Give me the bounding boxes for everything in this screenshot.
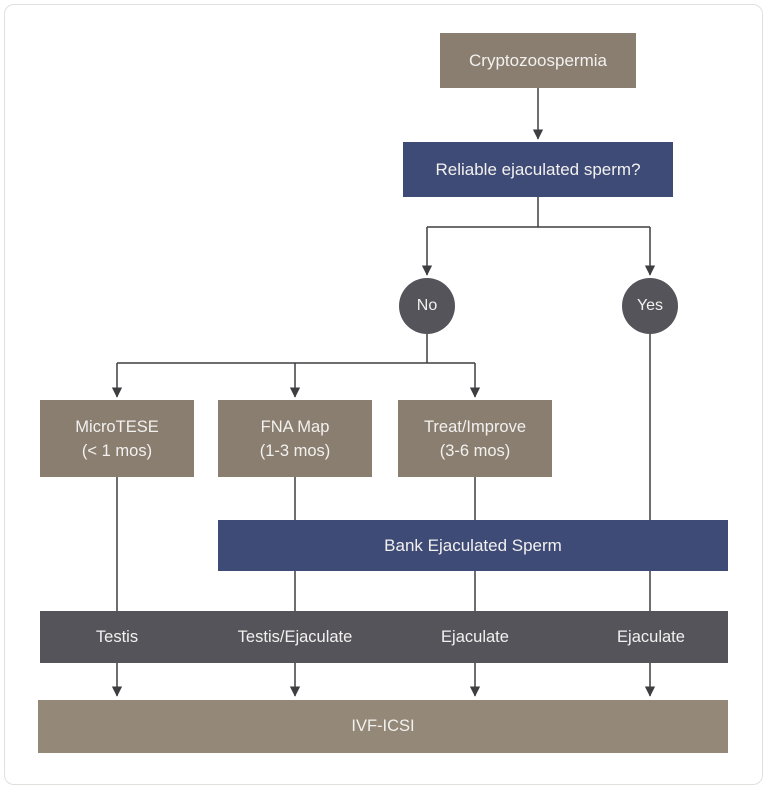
node-microtese: MicroTESE (< 1 mos)	[40, 400, 194, 477]
source-label-ejaculate-2: Ejaculate	[617, 627, 685, 646]
node-fna-map-title: FNA Map	[260, 417, 330, 436]
ivf-icsi-bar: IVF-ICSI	[38, 700, 728, 753]
node-reliable-sperm-question: Reliable ejaculated sperm?	[403, 142, 673, 197]
source-label-testis-ejaculate: Testis/Ejaculate	[237, 627, 353, 646]
node-treat-improve: Treat/Improve (3-6 mos)	[398, 400, 552, 477]
source-label-testis: Testis	[95, 627, 139, 646]
node-microtese-duration: (< 1 mos)	[81, 441, 153, 460]
bank-ejaculated-sperm-bar: Bank Ejaculated Sperm	[218, 520, 728, 571]
split-no	[117, 334, 475, 364]
decision-yes-circle: Yes	[622, 278, 678, 334]
node-cryptozoospermia-label: Cryptozoospermia	[469, 50, 607, 70]
node-fna-map: FNA Map (1-3 mos)	[218, 400, 372, 477]
decision-no-circle: No	[399, 278, 455, 334]
split-question	[427, 197, 650, 228]
ivf-icsi-label: IVF-ICSI	[351, 717, 415, 735]
node-microtese-title: MicroTESE	[75, 417, 159, 436]
source-label-ejaculate-1: Ejaculate	[441, 627, 509, 646]
node-treat-improve-duration: (3-6 mos)	[439, 441, 511, 460]
node-cryptozoospermia: Cryptozoospermia	[440, 33, 636, 88]
bank-bar-label: Bank Ejaculated Sperm	[384, 535, 562, 555]
decision-no-label: No	[416, 297, 438, 314]
decision-yes-label: Yes	[636, 297, 664, 314]
sperm-source-bar: Testis Testis/Ejaculate Ejaculate Ejacul…	[40, 611, 728, 663]
node-treat-improve-title: Treat/Improve	[423, 417, 527, 436]
node-fna-map-duration: (1-3 mos)	[259, 441, 331, 460]
node-question-label: Reliable ejaculated sperm?	[435, 159, 641, 179]
